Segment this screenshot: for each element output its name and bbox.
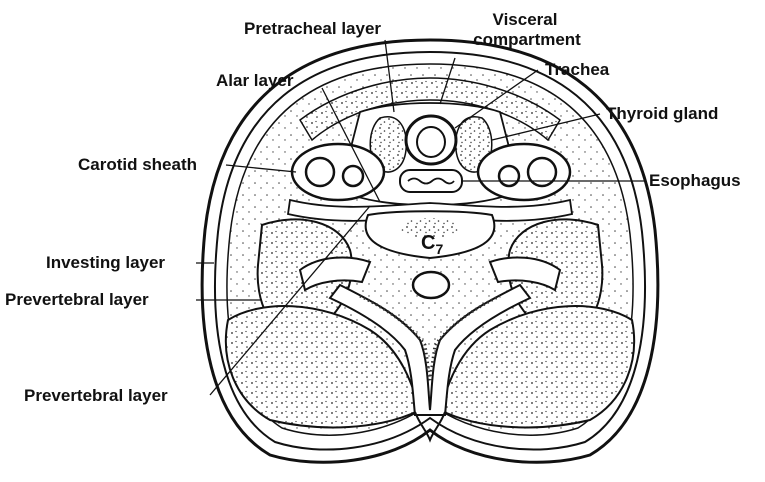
label-prevertebral-layer-lower: Prevertebral layer: [24, 386, 168, 405]
trachea-lumen: [417, 127, 445, 157]
jugular-vein-left: [343, 166, 363, 186]
label-pretracheal-layer: Pretracheal layer: [244, 19, 381, 38]
carotid-artery-left: [306, 158, 334, 186]
label-vertebra-letter: C: [421, 232, 435, 254]
label-vertebra-c7: C7: [421, 234, 443, 259]
label-prevertebral-layer-upper: Prevertebral layer: [5, 290, 149, 309]
label-trachea: Trachea: [545, 60, 609, 79]
label-visceral-compartment-line2: compartment: [472, 30, 582, 49]
spinal-canal: [413, 272, 449, 298]
label-thyroid-gland: Thyroid gland: [606, 104, 718, 123]
jugular-vein-right: [499, 166, 519, 186]
label-carotid-sheath: Carotid sheath: [78, 155, 197, 174]
label-investing-layer: Investing layer: [46, 253, 165, 272]
label-visceral-compartment-line1: Visceral: [470, 10, 580, 29]
label-esophagus: Esophagus: [649, 171, 741, 190]
carotid-artery-right: [528, 158, 556, 186]
label-alar-layer: Alar layer: [216, 71, 294, 90]
label-vertebra-number: 7: [435, 241, 443, 257]
